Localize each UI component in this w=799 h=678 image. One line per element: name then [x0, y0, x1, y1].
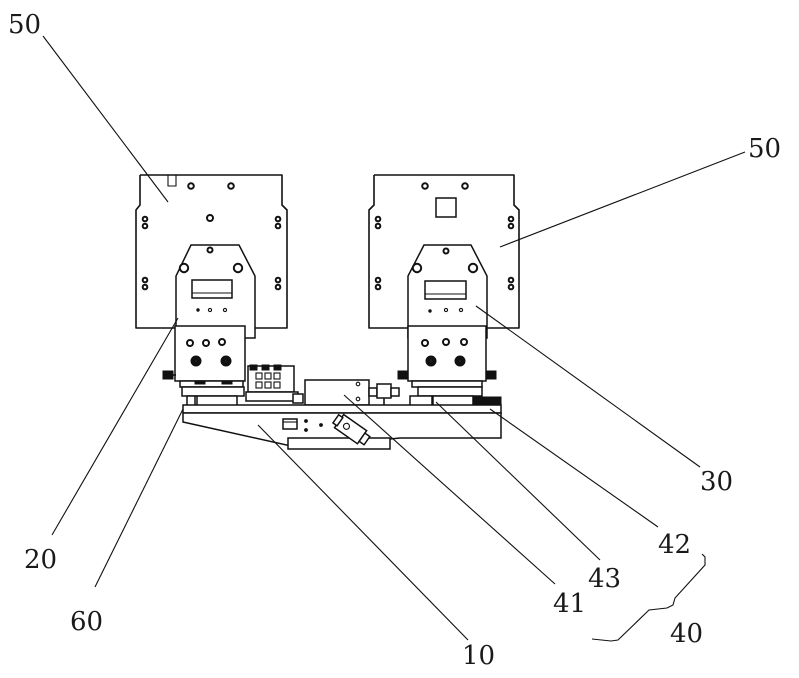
left-mounting-block: [162, 244, 256, 382]
label-20: 20: [24, 545, 57, 575]
leader-lines: [42, 35, 746, 642]
side-slots: [141, 215, 282, 291]
square-window: [435, 197, 457, 218]
base-beam: [182, 404, 502, 450]
leader-60: [94, 408, 184, 588]
label-30: 30: [700, 467, 733, 497]
label-50-left: 50: [8, 10, 41, 40]
label-43: 43: [588, 564, 621, 594]
leader-50-left: [42, 35, 169, 203]
leader-43: [435, 401, 601, 561]
label-60: 60: [70, 607, 103, 637]
leader-41: [343, 394, 556, 585]
window-slot: [191, 279, 233, 299]
window-slot: [424, 280, 467, 300]
hole: [227, 182, 235, 190]
leader-50-right: [499, 151, 746, 248]
hole: [206, 214, 214, 222]
leader-42: [489, 408, 659, 528]
left-plate: [135, 174, 288, 329]
right-plate: [368, 174, 520, 329]
angled-fitting: [331, 413, 371, 446]
switch: [282, 418, 298, 430]
rail: [472, 396, 502, 406]
leader-10: [257, 424, 469, 641]
reference-labels: 50 50 30 20 60 42 43 41 10 40: [8, 10, 781, 671]
side-slots: [374, 215, 515, 291]
label-10: 10: [462, 641, 495, 671]
leader-30: [475, 305, 701, 468]
right-slide-rail: [409, 380, 502, 407]
label-40: 40: [670, 619, 703, 649]
right-mounting-block: [397, 244, 497, 382]
leader-20: [51, 317, 179, 536]
label-42: 42: [658, 530, 691, 560]
label-50-right: 50: [748, 134, 781, 164]
connector-cluster: [245, 364, 304, 404]
brace-40: [591, 553, 706, 642]
hole: [187, 182, 195, 190]
label-41: 41: [553, 589, 586, 619]
left-slide-carriage: [179, 380, 245, 409]
